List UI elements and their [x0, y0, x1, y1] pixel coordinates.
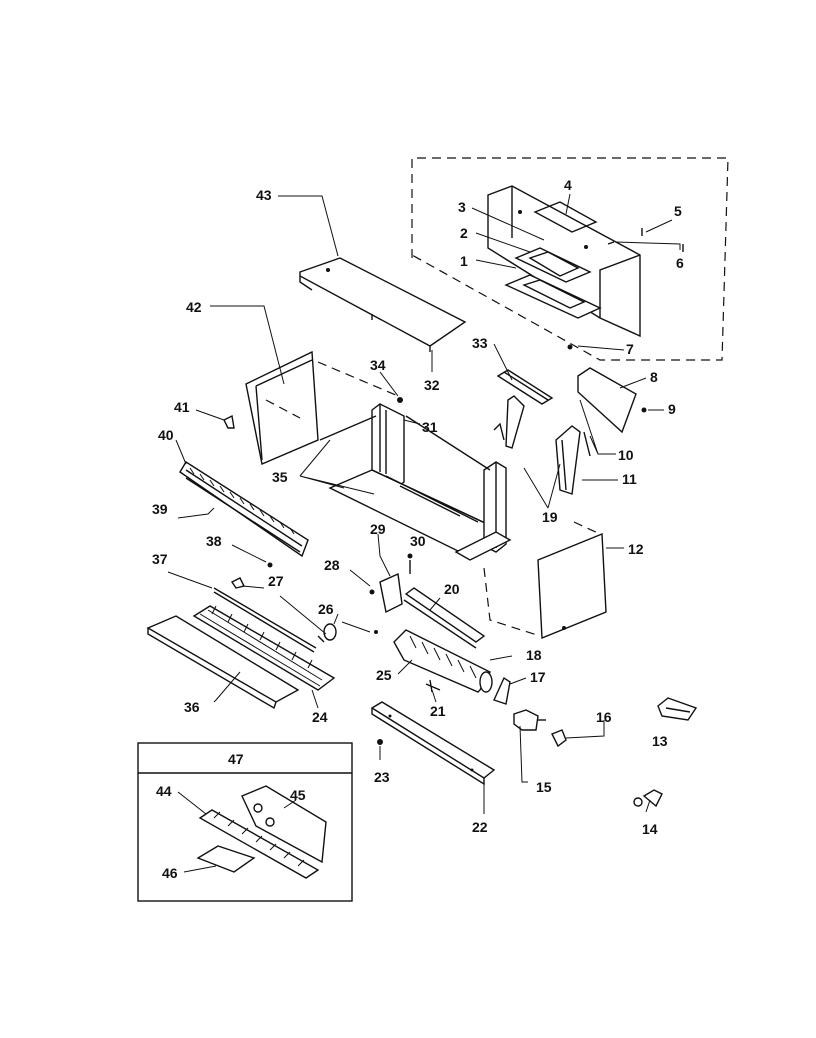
callout-13: 13 [652, 733, 668, 749]
control-plate-2 [514, 247, 592, 283]
kit-filter-44 [198, 809, 320, 879]
clip-21 [425, 679, 441, 693]
callout-15: 15 [536, 779, 552, 795]
callout-26: 26 [318, 601, 334, 617]
front-grille-39 [179, 461, 309, 558]
callout-33: 33 [472, 335, 488, 351]
kit-box: 47 44 45 46 [137, 742, 353, 902]
callout-39: 39 [152, 501, 168, 517]
screw-30 [407, 553, 413, 574]
leader-lines [167, 193, 681, 814]
callout-3: 3 [458, 199, 466, 215]
callout-22: 22 [472, 819, 488, 835]
bar-20 [403, 587, 486, 649]
callout-27: 27 [268, 573, 284, 589]
callout-38: 38 [206, 533, 222, 549]
callout-31: 31 [422, 419, 438, 435]
callout-1: 1 [460, 253, 468, 269]
callout-5: 5 [674, 203, 682, 219]
screw-34 [397, 397, 403, 403]
callout-10: 10 [618, 447, 634, 463]
callout-24: 24 [312, 709, 328, 725]
callout-20: 20 [444, 581, 460, 597]
screw-6 [607, 241, 684, 252]
kit-pad-46 [196, 845, 256, 873]
bracket-28-29 [369, 572, 403, 614]
callout-2: 2 [460, 225, 468, 241]
callout-23: 23 [374, 769, 390, 785]
callout-29: 29 [370, 521, 386, 537]
callout-8: 8 [650, 369, 658, 385]
chassis-frame [319, 403, 512, 561]
clip-41 [223, 414, 235, 429]
callout-12: 12 [628, 541, 644, 557]
callout-18: 18 [526, 647, 542, 663]
callout-19: 19 [542, 509, 558, 525]
callout-labels: 1 2 3 4 5 6 7 8 9 10 11 12 13 14 15 16 1… [152, 177, 684, 837]
kit-panel-45 [241, 785, 327, 864]
callout-35: 35 [272, 469, 288, 485]
top-cover-43 [299, 257, 467, 352]
callout-45: 45 [290, 787, 306, 803]
control-plate-1 [504, 274, 602, 319]
side-panel-12 [483, 521, 607, 640]
rail-10-11 [555, 425, 591, 495]
callout-44: 44 [156, 783, 172, 799]
kit-box-label: 47 [228, 751, 244, 767]
fastener-14 [633, 789, 663, 808]
callout-28: 28 [324, 557, 340, 573]
rod-37 [213, 587, 317, 653]
callout-46: 46 [162, 865, 178, 881]
callout-43: 43 [256, 187, 272, 203]
callout-41: 41 [174, 399, 190, 415]
callout-34: 34 [370, 357, 386, 373]
bracket-17 [493, 676, 511, 705]
callout-25: 25 [376, 667, 392, 683]
base-pan-22 [370, 701, 496, 786]
screw-9 [641, 407, 647, 413]
callout-7: 7 [626, 341, 634, 357]
callout-9: 9 [668, 401, 676, 417]
callout-42: 42 [186, 299, 202, 315]
callout-16: 16 [596, 709, 612, 725]
screw-7 [567, 344, 573, 350]
connector-13 [657, 697, 698, 721]
control-box-enclosure [411, 157, 729, 361]
screw-23 [377, 739, 383, 745]
callout-30: 30 [410, 533, 426, 549]
louver-24 [192, 605, 336, 691]
callout-11: 11 [622, 471, 637, 487]
deflector-36 [146, 615, 300, 710]
callout-4: 4 [564, 177, 572, 193]
callout-14: 14 [642, 821, 658, 837]
knob-26 [317, 623, 378, 643]
bracket-19 [493, 395, 525, 449]
switch-15 [513, 709, 546, 731]
screw-38 [267, 562, 273, 568]
shield-8 [577, 367, 637, 434]
callout-21: 21 [430, 703, 446, 719]
callout-17: 17 [530, 669, 546, 685]
callout-32: 32 [424, 377, 440, 393]
callout-36: 36 [184, 699, 200, 715]
callout-37: 37 [152, 551, 168, 567]
callout-6: 6 [676, 255, 684, 271]
bracket-33 [496, 369, 554, 405]
blower-wheel-25 [393, 629, 493, 693]
side-panel-42 [245, 350, 399, 465]
callout-40: 40 [158, 427, 174, 443]
knob-16 [551, 729, 567, 748]
